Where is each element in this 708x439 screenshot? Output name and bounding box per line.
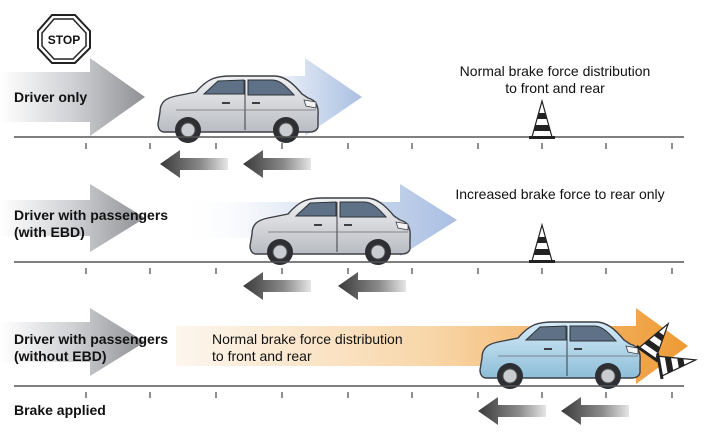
row-1-label: Driver only xyxy=(14,89,87,106)
row-1-description: Normal brake force distribution to front… xyxy=(430,63,680,97)
brake-arrow-front xyxy=(478,397,546,425)
row-driver-with-passengers-ebd xyxy=(0,184,684,300)
brake-applied-label: Brake applied xyxy=(14,402,106,418)
row-2-label-line2: (with EBD) xyxy=(14,224,85,240)
row-3-label: Driver with passengers (without EBD) xyxy=(14,331,168,365)
row-3-label-line1: Driver with passengers xyxy=(14,331,169,347)
row-driver-only xyxy=(0,58,684,178)
row-2-label-line1: Driver with passengers xyxy=(14,207,169,223)
stop-sign: STOP xyxy=(37,14,91,64)
row-3-description: Normal brake force distribution to front… xyxy=(212,331,403,365)
row-1-description-line1: Normal brake force distribution xyxy=(459,63,651,79)
row-3-label-line2: (without EBD) xyxy=(14,348,107,364)
stop-sign-text: STOP xyxy=(48,33,80,47)
brake-arrow-rear xyxy=(338,272,406,300)
row-3-description-line1: Normal brake force distribution xyxy=(212,331,403,347)
row-1-description-line2: to front and rear xyxy=(505,80,605,96)
gray-motion-arrow xyxy=(0,58,145,136)
gray-motion-arrow xyxy=(0,184,145,252)
traffic-cone xyxy=(528,100,556,140)
road-ticks xyxy=(85,268,673,274)
row-driver-with-passengers-no-ebd xyxy=(0,308,699,425)
road-ticks xyxy=(85,392,673,398)
row-2-description-line1: Increased brake force to rear only xyxy=(455,186,665,202)
row-2-description: Increased brake force to rear only xyxy=(430,186,690,203)
car-silver xyxy=(157,75,319,144)
gray-motion-arrow xyxy=(0,308,145,376)
row-1-label-line1: Driver only xyxy=(14,89,88,105)
road-ticks xyxy=(85,143,673,149)
brake-arrow-front xyxy=(160,150,228,178)
row-3-description-line2: to front and rear xyxy=(212,348,312,364)
brake-arrow-rear xyxy=(561,397,629,425)
brake-arrow-rear xyxy=(243,150,311,178)
traffic-cone xyxy=(528,224,556,264)
row-2-label: Driver with passengers (with EBD) xyxy=(14,207,168,241)
brake-arrow-front xyxy=(243,272,311,300)
